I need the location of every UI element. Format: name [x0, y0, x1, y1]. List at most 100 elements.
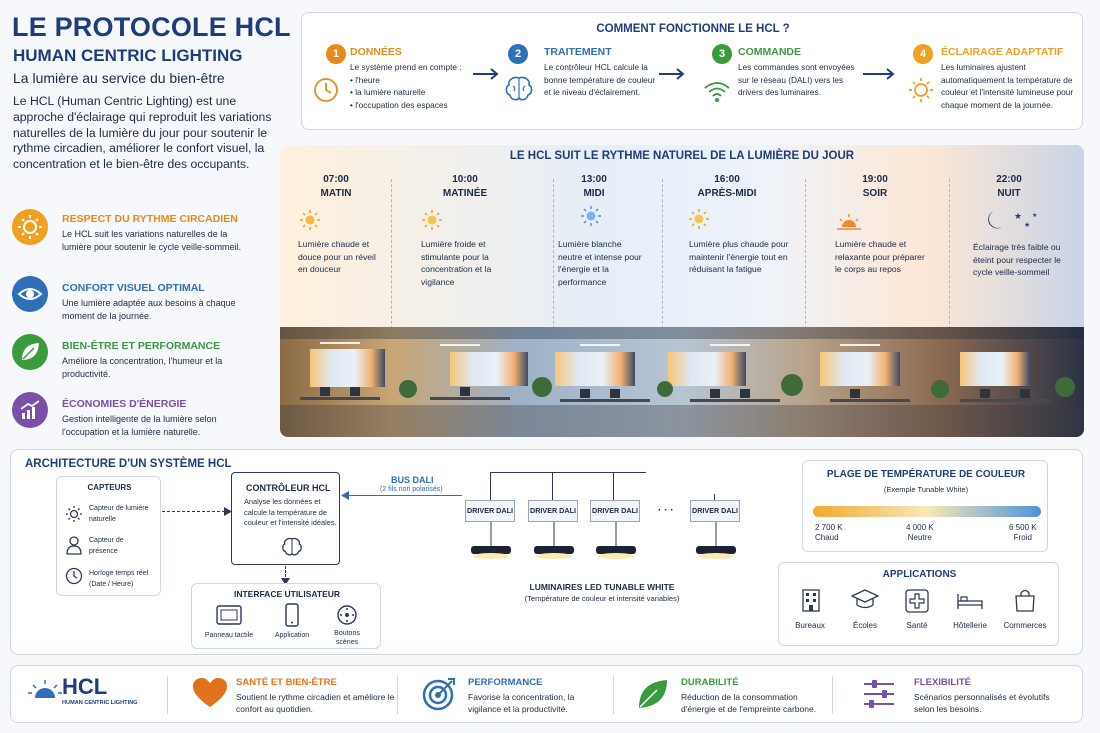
applications-card: APPLICATIONS [778, 562, 1059, 646]
dali-driver: DRIVER DALI [465, 500, 515, 522]
bus-sub: (2 fils non polarisés) [380, 486, 443, 493]
architecture-title: ARCHITECTURE D'UN SYSTÈME HCL [25, 458, 232, 470]
applications-title: APPLICATIONS [882, 569, 957, 580]
benefit-desc: Améliore la concentration, l'humeur et l… [62, 356, 223, 379]
ellipsis: · · · [658, 505, 674, 516]
footer-title: DURABILITÉ [681, 677, 739, 688]
sensors-title: CAPTEURS [87, 483, 132, 492]
person-icon [65, 535, 83, 555]
scene-button-icon[interactable] [336, 604, 358, 626]
luminaires-title: LUMINAIRES LED TUNABLE WHITE [529, 582, 675, 592]
period-desc: Lumière chaude et relaxante pour prépare… [835, 239, 925, 274]
step-number: 1 [326, 44, 346, 64]
medical-cross-icon [905, 589, 929, 613]
dali-driver: DRIVER DALI [690, 500, 740, 522]
footer-desc: Soutient le rythme circadien et améliore… [236, 692, 395, 714]
graduation-cap-icon [851, 589, 879, 611]
sensor-label: Capteur de lumière naturelle [89, 505, 149, 523]
application-label: Hôtellerie [953, 621, 987, 630]
period-desc: Lumière blanche neutre et intense pour l… [558, 239, 642, 287]
tagline: La lumière au service du bien-être [13, 70, 225, 86]
sliders-icon [864, 680, 894, 708]
benefit-title: RESPECT DU RYTHME CIRCADIEN [62, 213, 238, 225]
temperature-title: PLAGE DE TEMPÉRATURE DE COULEUR [826, 469, 1026, 480]
sun-icon [299, 209, 321, 231]
period-desc: Lumière froide et stimulante pour la con… [421, 239, 492, 287]
sun-icon [580, 205, 602, 227]
controller-title: CONTRÔLEUR HCL [246, 483, 331, 493]
rhythm-title: LE HCL SUIT LE RYTHME NATUREL DE LA LUMI… [509, 150, 855, 162]
shopping-bag-icon [1014, 588, 1036, 612]
step-title: COMMANDE [738, 46, 801, 58]
arrow-down-icon [281, 578, 290, 585]
sunrise-logo-icon [28, 680, 62, 700]
step-title: ÉCLAIRAGE ADAPTATIF [941, 46, 1064, 58]
sunset-icon [836, 213, 862, 231]
page-subtitle: HUMAN CENTRIC LIGHTING [13, 46, 243, 65]
step-number: 2 [508, 44, 528, 64]
bus-title: BUS DALI [391, 475, 434, 485]
sun-icon [65, 505, 83, 523]
application-label: Bureaux [795, 621, 825, 630]
footer-title: PERFORMANCE [468, 677, 543, 688]
wifi-icon [702, 79, 732, 103]
target-icon [422, 677, 456, 711]
arrow-left-icon [341, 491, 349, 500]
bus-line [490, 472, 646, 473]
ui-item-label: Panneau tactile [204, 632, 254, 639]
clock-icon [312, 76, 340, 104]
sun-icon [12, 209, 48, 245]
ui-link-line [285, 566, 286, 581]
application-label: Écoles [852, 621, 877, 630]
ui-item-label: Boutons scènes [334, 630, 360, 646]
benefit-desc: Une lumière adaptée aux besoins à chaque… [62, 298, 236, 321]
leaf-icon [637, 678, 669, 710]
period-desc: Lumière plus chaude pour maintenir l'éne… [689, 239, 789, 274]
svg-text:★: ★ [1014, 211, 1022, 221]
how-it-works-card: COMMENT FONCTIONNE LE HCL ? 1 DONNÉES Le… [301, 12, 1083, 130]
svg-text:★: ★ [1024, 221, 1030, 229]
sun-icon [907, 76, 935, 104]
svg-text:★: ★ [1032, 212, 1037, 219]
bed-icon [956, 592, 984, 610]
step-number: 3 [712, 44, 732, 64]
intro-text: Le HCL (Human Centric Lighting) est une … [13, 94, 272, 172]
arrow-right-icon [472, 68, 500, 80]
smartphone-icon[interactable] [285, 603, 299, 627]
arrow-right-icon [862, 68, 896, 80]
ui-title: INTERFACE UTILISATEUR [233, 589, 341, 599]
benefit-desc: Le HCL suit les variations naturelles de… [62, 229, 242, 252]
office-panorama-image [280, 327, 1084, 437]
footer-desc: Réduction de la consommation d'énergie e… [681, 692, 817, 714]
arrow-right-icon [224, 507, 232, 516]
dali-driver: DRIVER DALI [590, 500, 640, 522]
sensors-box: CAPTEURS Capteur de lumière naturelle Ca… [56, 476, 161, 596]
user-interface-box: INTERFACE UTILISATEUR Panneau tactile Ap… [191, 583, 381, 649]
heart-icon [193, 678, 227, 708]
period-desc: Éclairage très faible ou éteint pour res… [973, 242, 1061, 277]
moon-icon: ★★★ [980, 205, 1040, 235]
application-label: Santé [906, 621, 928, 630]
bus-link-line [345, 495, 462, 496]
step-desc: Le contrôleur HCL calcule la bonne tempé… [544, 62, 656, 97]
brain-icon [280, 536, 304, 558]
period-desc: Lumière chaude et douce pour un réveil e… [298, 239, 376, 274]
step-desc: Les luminaires ajustent automatiquement … [941, 62, 1074, 110]
touch-panel-icon[interactable] [216, 605, 242, 625]
step-desc: Les commandes sont envoyées sur le résea… [738, 62, 855, 97]
sun-icon [688, 208, 710, 230]
benefit-title: BIEN-ÊTRE ET PERFORMANCE [62, 340, 221, 352]
temperature-sub: (Exemple Tunable White) [883, 485, 969, 494]
sensor-link-line [162, 511, 230, 512]
leaf-icon [12, 334, 48, 370]
benefit-title: ÉCONOMIES D'ÉNERGIE [62, 398, 187, 410]
